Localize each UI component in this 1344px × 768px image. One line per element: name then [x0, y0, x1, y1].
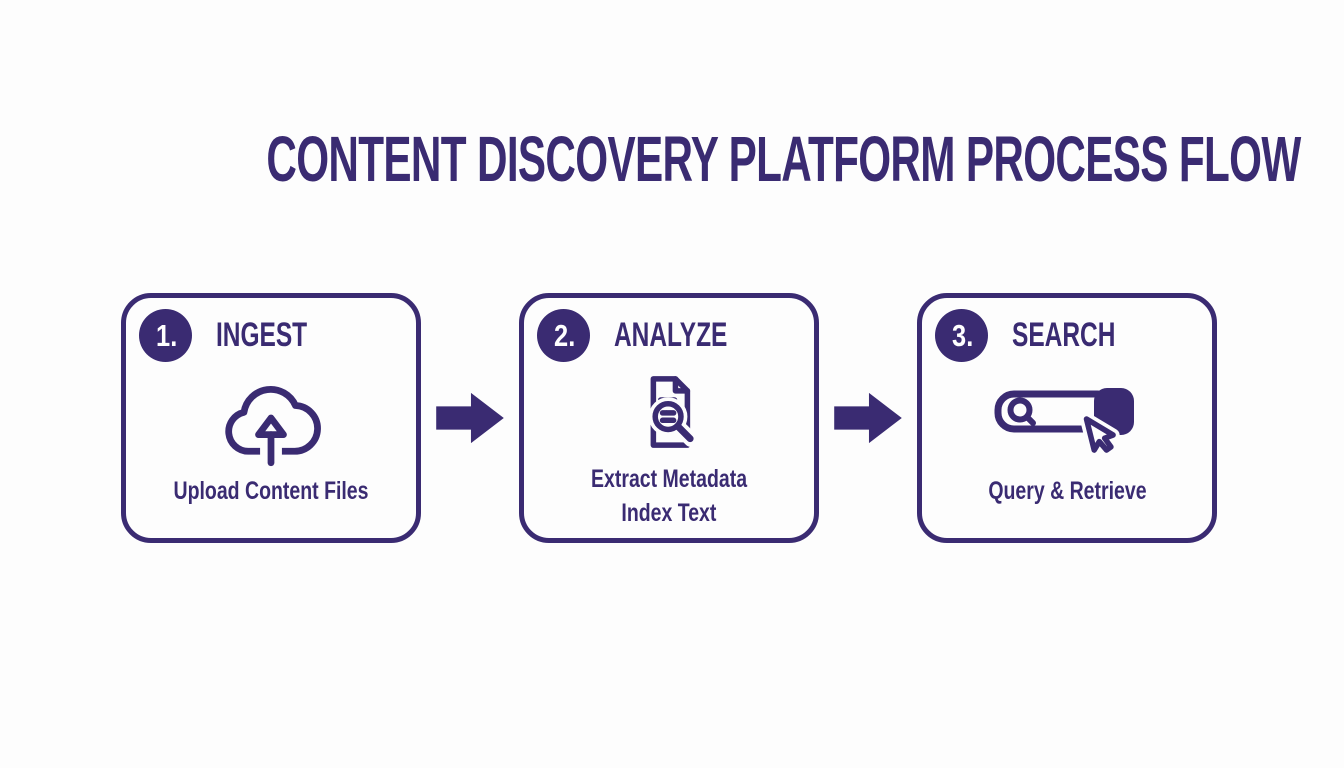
arrow-right-icon	[421, 293, 519, 446]
step-number-badge: 1.	[139, 309, 192, 362]
arrow-right-icon	[819, 293, 917, 446]
step-header: 1. INGEST	[126, 298, 416, 362]
step-label: ANALYZE	[614, 316, 728, 354]
step-number: 3.	[952, 318, 974, 353]
step-header: 3. SEARCH	[922, 298, 1212, 362]
step-header: 2. ANALYZE	[524, 298, 814, 362]
search-bar-cursor-icon	[922, 366, 1212, 470]
step-caption: Upload Content Files	[173, 477, 369, 505]
step-card-search: 3. SEARCH Query & Retrieve	[917, 293, 1217, 543]
document-magnifier-icon	[524, 366, 814, 458]
step-number-badge: 3.	[935, 309, 988, 362]
step-number: 1.	[156, 318, 178, 353]
step-label: INGEST	[216, 316, 308, 354]
page-title-text: CONTENT DISCOVERY PLATFORM PROCESS FLOW	[266, 123, 1301, 195]
step-number-badge: 2.	[537, 309, 590, 362]
step-number: 2.	[554, 318, 576, 353]
page-title: CONTENT DISCOVERY PLATFORM PROCESS FLOW	[0, 122, 1344, 196]
step-caption: Extract Metadata Index Text	[590, 465, 748, 527]
process-flow: 1. INGEST Upload Content Files 2.	[121, 293, 1217, 543]
step-card-ingest: 1. INGEST Upload Content Files	[121, 293, 421, 543]
step-card-analyze: 2. ANALYZE Extract Metadata Index Text	[519, 293, 819, 543]
step-caption: Query & Retrieve	[987, 477, 1147, 505]
step-label: SEARCH	[1012, 316, 1116, 354]
cloud-upload-icon	[126, 366, 416, 470]
